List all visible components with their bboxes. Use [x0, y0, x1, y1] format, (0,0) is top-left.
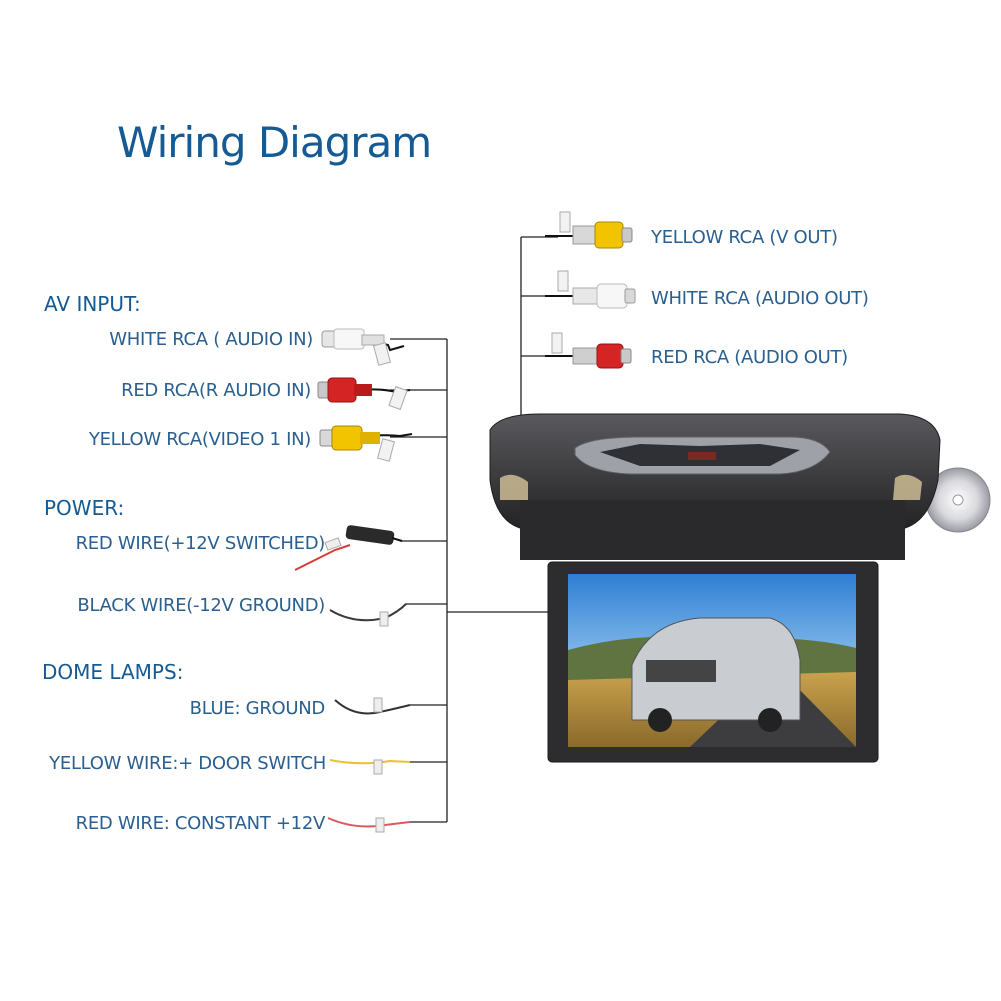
- label-red-rca-audio-in: RED RCA(R AUDIO IN): [121, 380, 311, 401]
- label-yellow-rca-video-in: YELLOW RCA(VIDEO 1 IN): [88, 429, 311, 450]
- page-title: Wiring Diagram: [117, 118, 432, 167]
- ir-sensor-icon: [688, 452, 716, 460]
- label-blue-ground: BLUE: GROUND: [189, 698, 326, 719]
- av-input-heading: AV INPUT:: [44, 292, 141, 316]
- label-red-rca-audio-out: RED RCA (AUDIO OUT): [651, 347, 848, 368]
- yellow-rca-in-icon: [319, 425, 413, 462]
- blue-ground-wire-icon: [334, 697, 411, 715]
- label-yellow-door-switch: YELLOW WIRE:+ DOOR SWITCH: [49, 753, 326, 774]
- label-red-constant: RED WIRE: CONSTANT +12V: [75, 813, 326, 834]
- dome-light-right-icon: [893, 474, 922, 500]
- left-wiring-bus: [390, 338, 552, 823]
- label-white-rca-audio-out: WHITE RCA (AUDIO OUT): [651, 288, 869, 309]
- right-wiring-bus: [520, 236, 558, 418]
- red-rca-out-icon: [545, 332, 632, 369]
- roof-monitor: [489, 413, 991, 763]
- yellow-door-wire-icon: [329, 759, 411, 775]
- red-switched-wire-icon: [294, 525, 403, 571]
- dome-lamps-heading: DOME LAMPS:: [42, 660, 184, 684]
- red-constant-wire-icon: [327, 817, 411, 833]
- white-rca-out-icon: [545, 270, 636, 309]
- screen-image: [568, 574, 856, 747]
- power-heading: POWER:: [44, 496, 125, 520]
- label-red-wire-switched: RED WIRE(+12V SWITCHED): [75, 533, 326, 554]
- dome-light-left-icon: [500, 474, 528, 500]
- label-yellow-rca-v-out: YELLOW RCA (V OUT): [651, 227, 838, 248]
- label-white-rca-audio-in: WHITE RCA ( AUDIO IN): [109, 329, 313, 350]
- black-ground-wire-icon: [329, 603, 407, 627]
- red-rca-in-icon: [317, 377, 411, 411]
- white-rca-in-icon: [321, 328, 405, 366]
- label-black-wire-ground: BLACK WIRE(-12V GROUND): [77, 595, 325, 616]
- yellow-rca-out-icon: [545, 211, 633, 249]
